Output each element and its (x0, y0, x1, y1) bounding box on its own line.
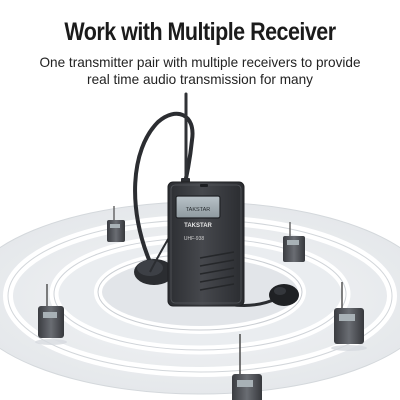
transmitter-screen (175, 195, 221, 219)
windscreen-mic (269, 284, 299, 306)
receiver-bottom (232, 334, 262, 400)
transmitter-screen-text: TAKSTAR (186, 207, 211, 213)
transmitter (167, 92, 245, 307)
transmitter-brand: TAKSTAR (184, 223, 212, 229)
transmitter-model: UHF-938 (184, 236, 205, 242)
receiver-right (331, 282, 367, 351)
receiver-upper-left (107, 206, 125, 242)
subtitle-line-1: One transmitter pair with multiple recei… (39, 55, 361, 70)
page-title: Work with Multiple Receiver (64, 18, 336, 46)
subtitle-line-2: real time audio transmission for many (87, 72, 313, 87)
receiver-upper-right (283, 222, 305, 262)
receiver-left (35, 284, 67, 345)
